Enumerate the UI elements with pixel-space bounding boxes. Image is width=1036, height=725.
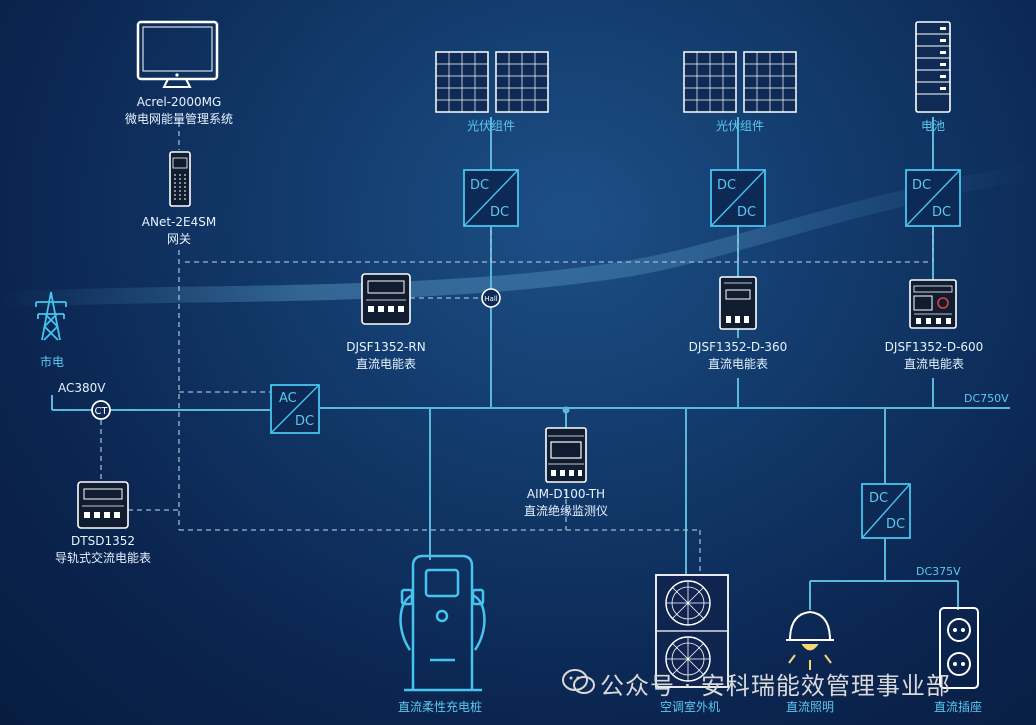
gateway-icon [169, 151, 191, 207]
solid-wiring [51, 117, 1010, 610]
dc750-label: DC750V [964, 392, 1009, 405]
ev-charger-icon [399, 554, 486, 692]
pv1-dcdc-bottom: DC [490, 205, 509, 220]
dtsd-name: 导轨式交流电能表 [55, 550, 151, 565]
power-tower-icon [35, 291, 67, 341]
pv2-solar-panel-icon [683, 51, 797, 113]
light-bulb-icon [786, 610, 834, 670]
gateway-name: 网关 [167, 232, 191, 246]
d360-meter-icon [719, 276, 757, 330]
rn-model: DJSF1352-RN [346, 340, 425, 354]
acdc-converter-icon [270, 384, 320, 434]
pv2-dcdc-converter-icon [710, 169, 766, 227]
pv2-dcdc-bottom: DC [737, 205, 756, 220]
d600-name: 直流电能表 [904, 357, 964, 371]
hall-label: Hall [484, 295, 497, 303]
battery-rack-icon [915, 21, 951, 113]
dc375-dcdc-bottom: DC [886, 517, 905, 532]
ac-outdoor-unit-icon [655, 574, 729, 688]
d600-model: DJSF1352-D-600 [885, 340, 984, 354]
grid-label: 市电 [40, 354, 64, 369]
ems-monitor-icon [136, 20, 219, 88]
dc375-label: DC375V [916, 565, 961, 578]
battery-dcdc-converter-icon [905, 169, 961, 227]
ct-sensor-icon [91, 400, 111, 420]
rn-meter-icon [361, 273, 411, 325]
aim-tap-dot [562, 406, 570, 414]
battery-dcdc-top: DC [912, 178, 931, 193]
background-glow [0, 162, 1036, 308]
aim-model: AIM-D100-TH [527, 487, 605, 501]
d360-name: 直流电能表 [708, 357, 768, 371]
socket-label: 直流插座 [934, 699, 982, 714]
aim-name: 直流绝缘监测仪 [524, 503, 608, 518]
wechat-icon [562, 669, 595, 694]
ems-name: 微电网能量管理系统 [125, 111, 233, 126]
lighting-label: 直流照明 [786, 700, 834, 714]
pv1-dcdc-converter-icon [463, 169, 519, 227]
dc375-dcdc-converter-icon [861, 483, 911, 539]
battery-dcdc-bottom: DC [932, 205, 951, 220]
pv2-label: 光伏组件 [716, 119, 764, 133]
watermark-text: 公众号 · 安科瑞能效管理事业部 [600, 672, 951, 700]
gateway-model: ANet-2E4SM [142, 215, 216, 229]
power-socket-icon [939, 607, 979, 689]
acdc-bottom: DC [295, 414, 314, 429]
dtsd-model: DTSD1352 [71, 534, 135, 548]
dc375-dcdc-top: DC [869, 491, 888, 506]
rn-name: 直流电能表 [356, 357, 416, 371]
pv1-dcdc-top: DC [470, 178, 489, 193]
pv1-label: 光伏组件 [467, 119, 515, 133]
d600-meter-icon [909, 279, 957, 329]
acdc-top: AC [279, 391, 297, 406]
pv2-dcdc-top: DC [717, 178, 736, 193]
comm-wiring [100, 122, 934, 575]
battery-label: 电池 [921, 119, 945, 133]
d360-model: DJSF1352-D-360 [689, 340, 788, 354]
dtsd-meter-icon [77, 481, 129, 529]
hall-sensor-icon [481, 288, 501, 308]
ems-model: Acrel-2000MG [137, 95, 222, 109]
ac-unit-label: 空调室外机 [660, 699, 720, 714]
ct-label: CT [94, 406, 108, 417]
charger-label: 直流柔性充电桩 [398, 699, 482, 714]
pv1-solar-panel-icon [435, 51, 549, 113]
aim-monitor-icon [545, 427, 587, 483]
ac380-label: AC380V [58, 381, 106, 395]
